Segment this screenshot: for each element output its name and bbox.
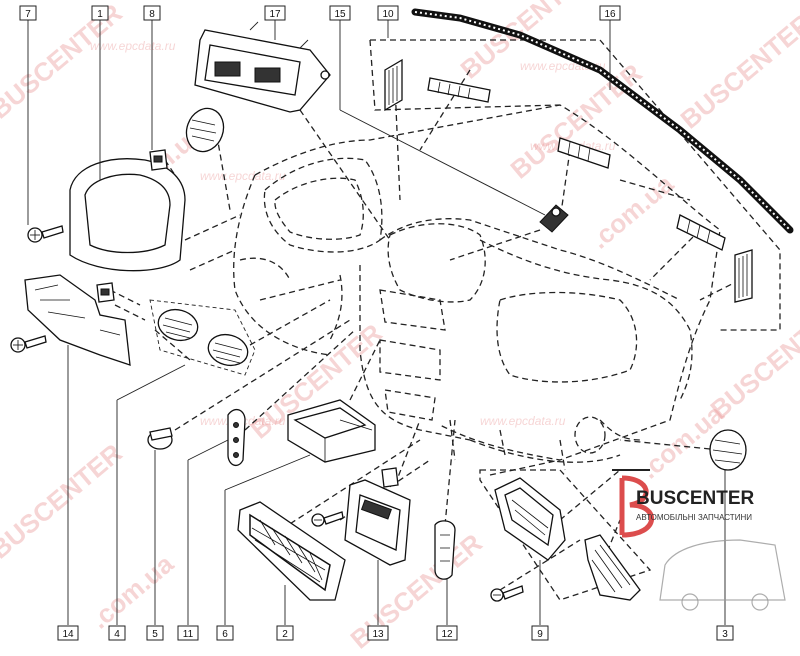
watermark-domain: .com.ua (85, 548, 180, 634)
watermark-buscenter: BUSCENTER (505, 57, 648, 184)
part-5-knob (147, 427, 173, 450)
part-2-grille-panel (237, 501, 346, 601)
buscenter-logo: BUSCENTER АВТОМОБІЛЬНІ ЗАПЧАСТИНИ (612, 469, 786, 611)
part-3-round-vent-left (185, 107, 225, 153)
part-16-trim-strip (411, 8, 794, 234)
callout-4: 4 (108, 625, 126, 641)
callout-7: 7 (19, 5, 37, 21)
svg-text:7: 7 (25, 9, 31, 20)
part-8-clip-lower (96, 282, 115, 303)
callout-12: 12 (436, 625, 458, 641)
watermark-buscenter: BUSCENTER (0, 0, 128, 125)
svg-text:1: 1 (97, 9, 103, 20)
svg-text:5: 5 (152, 629, 158, 640)
callout-13: 13 (367, 625, 389, 641)
svg-text:2: 2 (282, 629, 288, 640)
part-10-vent-grille-c (676, 214, 726, 251)
part-10-vent-grille-b (557, 137, 611, 169)
svg-text:3: 3 (722, 629, 728, 640)
part-11-switch-panel (227, 408, 246, 467)
part-3-round-vent-right (709, 429, 747, 471)
part-3-corner-grille (584, 534, 641, 601)
callout-8: 8 (143, 5, 161, 21)
part-17-instrument-hood (194, 21, 331, 113)
callout-2: 2 (276, 625, 294, 641)
svg-text:10: 10 (382, 9, 394, 20)
svg-text:16: 16 (604, 9, 616, 20)
callout-1: 1 (91, 5, 109, 21)
callout-15: 15 (329, 5, 351, 21)
callout-11: 11 (177, 625, 199, 641)
svg-text:12: 12 (441, 629, 453, 640)
svg-text:14: 14 (62, 629, 74, 640)
part-7-screw (27, 225, 64, 243)
part-10-vent-grille-a (427, 77, 491, 103)
part-10-side-vent (384, 58, 403, 112)
part-10-side-vent-right (734, 249, 753, 303)
callout-5: 5 (146, 625, 164, 641)
watermark-buscenter: BUSCENTER (675, 7, 800, 134)
part-13-center-bezel (344, 467, 411, 566)
part-13-screw (311, 511, 344, 527)
watermark-epcdata: www.epcdata.ru (90, 39, 176, 53)
part-4-air-vents (149, 299, 256, 376)
callout-9: 9 (531, 625, 549, 641)
dash-round-vent (574, 416, 606, 454)
logo-tagline: АВТОМОБІЛЬНІ ЗАПЧАСТИНИ (636, 513, 752, 522)
part-14-screw (10, 335, 47, 353)
callout-3: 3 (716, 625, 734, 641)
svg-text:15: 15 (334, 9, 346, 20)
svg-text:9: 9 (537, 629, 543, 640)
part-15-sensor (539, 204, 569, 233)
watermark-domain: .com.ua (585, 168, 680, 254)
svg-text:11: 11 (183, 629, 194, 640)
callout-17: 17 (264, 5, 286, 21)
callout-10: 10 (377, 5, 399, 21)
logo-name: BUSCENTER (636, 488, 755, 509)
callout-lines (27, 18, 726, 625)
svg-text:13: 13 (372, 629, 384, 640)
callout-14: 14 (57, 625, 79, 641)
part-8-clip (149, 149, 168, 171)
watermark-buscenter: BUSCENTER (0, 437, 128, 564)
svg-text:6: 6 (222, 629, 228, 640)
svg-text:4: 4 (114, 629, 120, 640)
part-9-vent-housing (494, 477, 566, 561)
svg-text:8: 8 (149, 9, 155, 20)
watermark-epcdata: www.epcdata.ru (200, 169, 286, 183)
callout-16: 16 (599, 5, 621, 21)
part-14-side-trim (24, 274, 131, 366)
watermark-epcdata: www.epcdata.ru (480, 414, 566, 428)
svg-text:17: 17 (269, 9, 281, 20)
part-1-cluster-bezel (69, 158, 186, 272)
part-12-switch-strip (434, 520, 456, 580)
part-6-storage-tray (287, 399, 376, 463)
callouts: 7 1 8 17 15 10 16 14 4 5 11 6 2 13 12 9 … (19, 5, 734, 641)
watermark-buscenter: BUSCENTER (705, 297, 800, 424)
part-9-screw (490, 585, 524, 602)
callout-6: 6 (216, 625, 234, 641)
